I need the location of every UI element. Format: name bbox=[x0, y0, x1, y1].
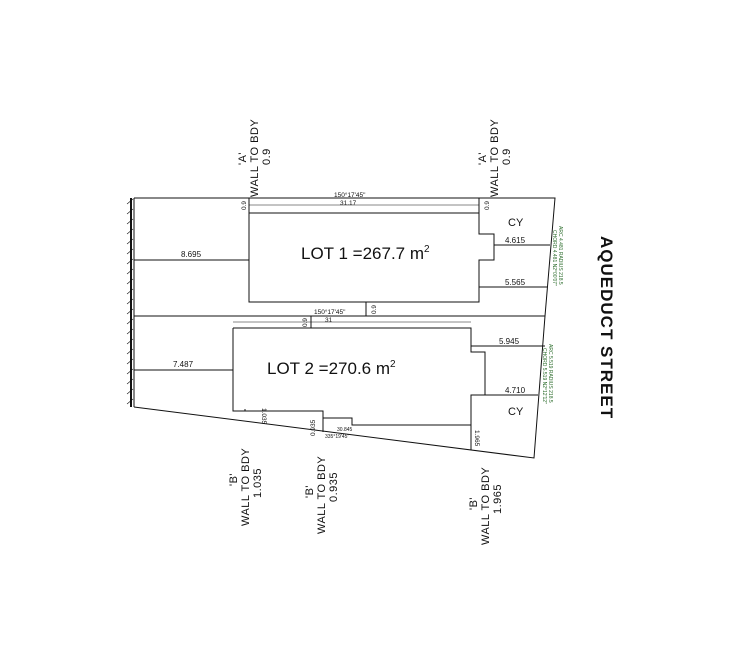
dim-mid-length: 31 bbox=[325, 317, 333, 324]
wall-note-a-right: 'A' WALL TO BDY 0.9 bbox=[477, 119, 513, 197]
svg-text:WALL TO BDY: WALL TO BDY bbox=[249, 119, 261, 197]
svg-text:1.965: 1.965 bbox=[492, 484, 504, 514]
svg-text:0.9: 0.9 bbox=[501, 148, 513, 165]
dim-top-offset-left: 0.9 bbox=[241, 201, 248, 210]
arc-note-lot1-line2: CHORD 4.481 N2°00'07" bbox=[551, 230, 557, 286]
dim-bottom-offset-mid: 0.935 bbox=[310, 419, 317, 436]
dim-bottom-bearing: 335°19'45" bbox=[325, 434, 349, 440]
dim-bottom-offset-left: 1.035 bbox=[260, 408, 267, 425]
lot1-dwelling bbox=[248, 212, 495, 303]
dim-lot2-cy: 4.710 bbox=[505, 386, 526, 395]
svg-text:'B': 'B' bbox=[228, 473, 240, 486]
svg-text:'A': 'A' bbox=[477, 152, 489, 165]
dim-top-offset-right: 0.9 bbox=[484, 201, 491, 210]
street-name: AQUEDUCT STREET bbox=[597, 236, 616, 419]
arc-note-lot2-line2: CHORD 5.519 N2°12'12" bbox=[541, 348, 547, 404]
wall-note-a-left: 'A' WALL TO BDY 0.9 bbox=[237, 119, 273, 197]
wall-note-b-right: 'B' WALL TO BDY 1.965 bbox=[468, 467, 504, 545]
arc-note-lot1-line1: ARC 4.481 RADIUS 218.5 bbox=[557, 226, 563, 285]
cy-label-lot2: CY bbox=[508, 406, 524, 418]
svg-text:WALL TO BDY: WALL TO BDY bbox=[489, 119, 501, 197]
cy-label-lot1: CY bbox=[508, 217, 524, 229]
dim-mid-offset-left: 0.9 bbox=[302, 318, 309, 327]
dim-top-bearing: 150°17'45" bbox=[334, 191, 366, 199]
svg-text:'A': 'A' bbox=[237, 152, 249, 165]
svg-text:WALL TO BDY: WALL TO BDY bbox=[316, 456, 328, 534]
dim-top-length: 31.17 bbox=[340, 200, 357, 207]
dim-lot1-cy: 4.615 bbox=[505, 236, 526, 245]
lot2-boundary bbox=[133, 315, 546, 459]
wall-note-b-mid: 'B' WALL TO BDY 0.935 bbox=[304, 456, 340, 534]
svg-text:0.935: 0.935 bbox=[328, 472, 340, 502]
svg-text:WALL TO BDY: WALL TO BDY bbox=[480, 467, 492, 545]
svg-text:WALL TO BDY: WALL TO BDY bbox=[240, 448, 252, 526]
dim-lot2-right: 5.945 bbox=[499, 337, 520, 346]
dim-mid-offset-right: 0.9 bbox=[371, 305, 378, 314]
dim-lot1-left: 8.695 bbox=[181, 250, 202, 259]
dim-bottom-length: 30.845 bbox=[337, 427, 353, 433]
wall-note-b-left: 'B' WALL TO BDY 1.035 bbox=[228, 448, 264, 526]
dim-mid-bearing: 150°17'45" bbox=[314, 308, 346, 316]
svg-text:0.9: 0.9 bbox=[261, 148, 273, 165]
dim-bottom-offset-right: 1.965 bbox=[473, 430, 480, 447]
svg-text:'B': 'B' bbox=[304, 485, 316, 498]
svg-text:'B': 'B' bbox=[468, 497, 480, 510]
dim-lot1-right: 5.565 bbox=[505, 278, 526, 287]
dim-lot2-left: 7.487 bbox=[173, 360, 194, 369]
lot1-label: LOT 1 =267.7 m2 bbox=[301, 244, 430, 263]
lot2-label: LOT 2 =270.6 m2 bbox=[267, 359, 396, 378]
svg-text:1.035: 1.035 bbox=[252, 468, 264, 498]
arc-note-lot2-line1: ARC 5.519 RADIUS 218.5 bbox=[547, 344, 553, 403]
